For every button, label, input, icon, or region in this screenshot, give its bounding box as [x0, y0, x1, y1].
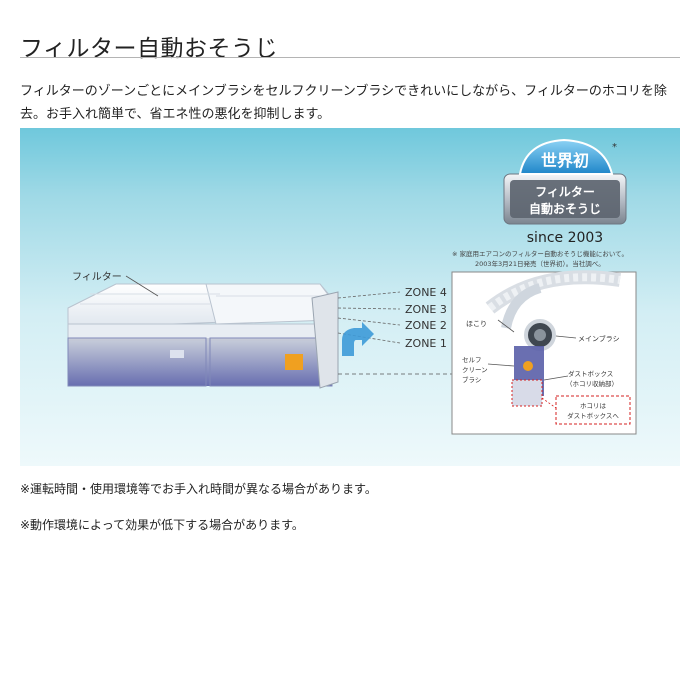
- note-cleaning-time: ※運転時間・使用環境等でお手入れ時間が異なる場合があります。: [20, 482, 377, 496]
- self-clean-label-3: ブラシ: [462, 375, 481, 384]
- filter-unit: [67, 283, 339, 389]
- zone-3-label: ZONE 3: [405, 303, 447, 316]
- callout-line-2: ダストボックスへ: [567, 411, 619, 420]
- callout-line-1: ホコリは: [580, 402, 607, 410]
- filter-label: フィルター: [72, 271, 122, 283]
- product-illustration: フィルター ZONE 4 ZONE 3 ZONE 2 ZONE 1 世界初 * …: [20, 128, 680, 466]
- self-clean-brush-icon: [523, 361, 533, 371]
- dust-box-icon: [511, 379, 543, 407]
- badge-world-first: 世界初: [541, 151, 589, 170]
- title-divider: [20, 57, 680, 58]
- world-first-badge: 世界初 * フィルター 自動おそうじ since 2003: [503, 138, 627, 246]
- illustration-svg: フィルター ZONE 4 ZONE 3 ZONE 2 ZONE 1 世界初 * …: [67, 138, 637, 435]
- dust-callout-box: [555, 395, 631, 425]
- intro-text: フィルターのゾーンごとにメインブラシをセルフクリーンブラシできれいにしながら、フ…: [20, 84, 667, 122]
- zone-4-label: ZONE 4: [405, 286, 447, 299]
- zone-2-label: ZONE 2: [405, 319, 447, 332]
- main-brush-label: メインブラシ: [578, 334, 620, 343]
- dust-label: ほこり: [466, 320, 487, 328]
- detail-panel: [451, 270, 637, 435]
- badge-since: since 2003: [527, 230, 603, 246]
- badge-line-2: 自動おそうじ: [529, 201, 601, 216]
- dust-box-label-2: （ホコリ収納部）: [566, 379, 618, 388]
- badge-line-1: フィルター: [535, 185, 595, 199]
- direction-arrow-icon: [342, 322, 374, 356]
- dust-box-label-1: ダストボックス: [568, 369, 613, 378]
- badge-asterisk: *: [612, 142, 617, 153]
- self-clean-label-2: クリーン: [462, 366, 488, 374]
- note-effect-reduction: ※動作環境によって効果が低下する場合があります。: [20, 518, 304, 532]
- zone-1-label: ZONE 1: [405, 337, 447, 350]
- badge-footnote-line-1: ※ 家庭用エアコンのフィルター自動おそうじ機能において。: [452, 249, 628, 258]
- filter-leader-line: [125, 275, 159, 297]
- page-title: フィルター自動おそうじ: [20, 36, 279, 63]
- badge-footnote-line-2: 2003年3月21日発売（世界初）。当社調べ。: [475, 259, 605, 268]
- self-clean-label-1: セルフ: [462, 356, 482, 364]
- zone-labels: ZONE 4 ZONE 3 ZONE 2 ZONE 1: [337, 286, 447, 350]
